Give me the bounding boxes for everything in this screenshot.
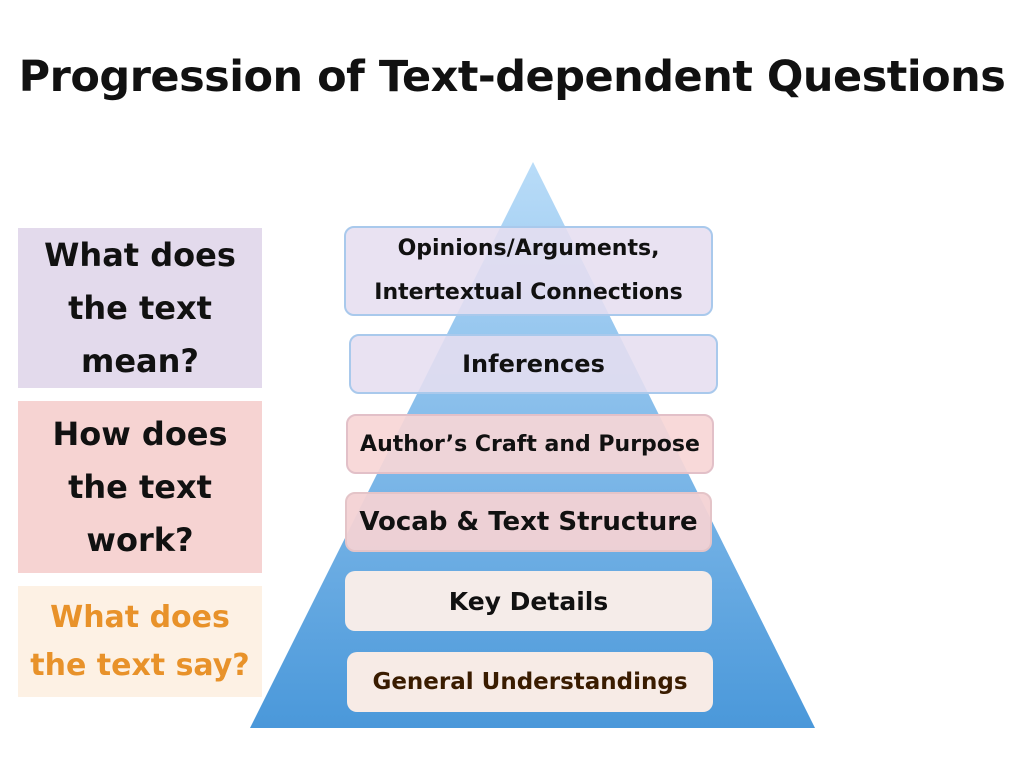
- category-text-mean: What does the text mean?: [18, 228, 262, 388]
- level-key-details: Key Details: [345, 571, 712, 631]
- category-text-say: What does the text say?: [18, 586, 262, 697]
- level-opinions: Opinions/Arguments, Intertextual Connect…: [344, 226, 713, 316]
- level-authors-craft: Author’s Craft and Purpose: [346, 414, 714, 474]
- slide-title: Progression of Text-dependent Questions: [18, 52, 1006, 102]
- level-vocab-structure: Vocab & Text Structure: [345, 492, 712, 552]
- category-text-work: How does the text work?: [18, 401, 262, 573]
- level-inferences: Inferences: [349, 334, 718, 394]
- level-opinions-line1: Opinions/Arguments,: [397, 236, 660, 261]
- level-opinions-line2: Intertextual Connections: [374, 280, 683, 305]
- level-general-understandings: General Understandings: [347, 652, 713, 712]
